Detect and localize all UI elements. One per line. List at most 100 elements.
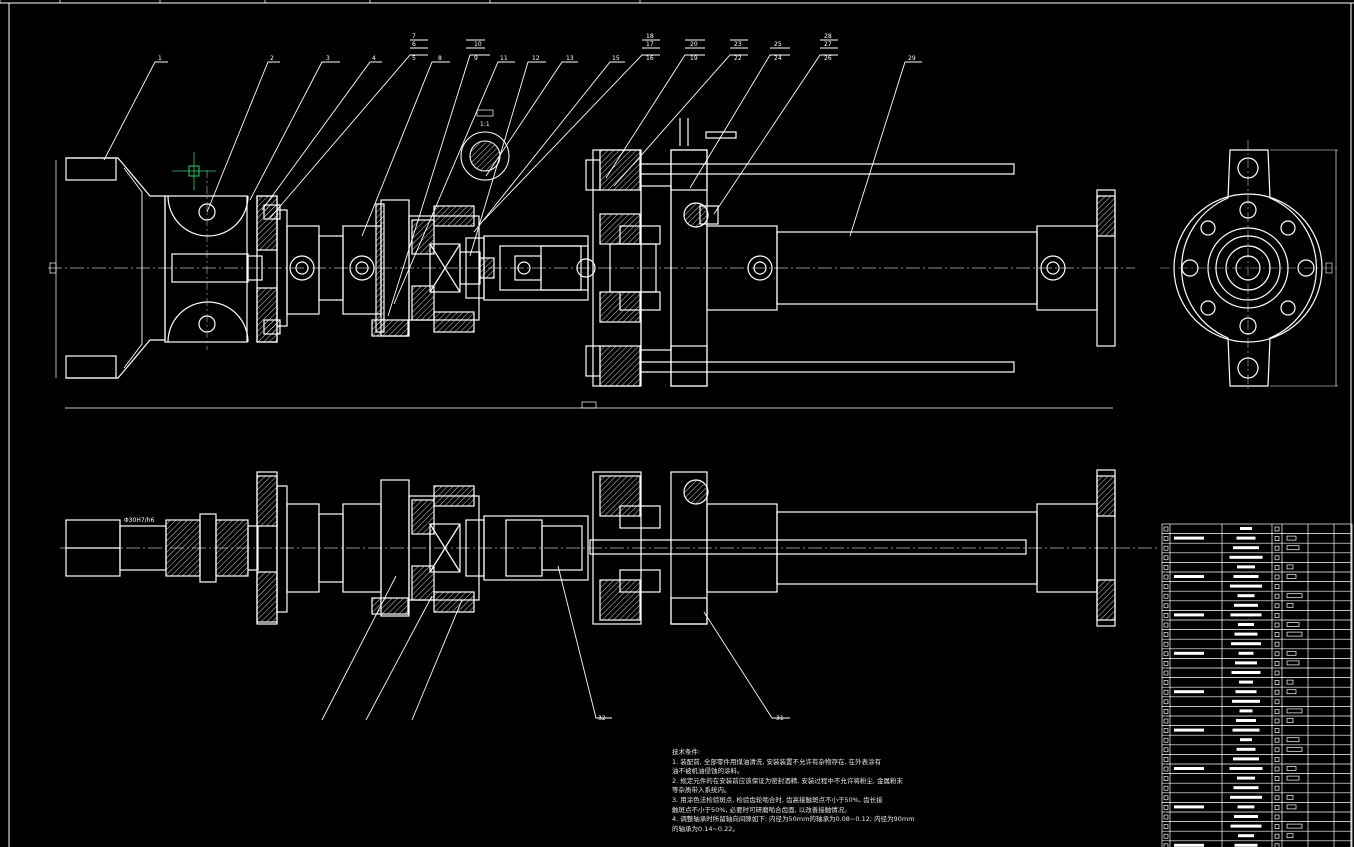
table-cell-mark <box>1274 814 1280 820</box>
balloon-13: 13 <box>566 55 574 62</box>
table-cell-mark <box>1286 766 1297 771</box>
table-cell-text <box>1235 690 1257 694</box>
table-cell-mark <box>1163 670 1169 676</box>
table-cell-text <box>1235 661 1257 665</box>
table-cell-mark <box>1163 824 1169 829</box>
table-cell-text <box>1239 680 1253 684</box>
table-cell-mark <box>1163 728 1169 733</box>
table-cell-mark <box>1163 843 1169 847</box>
table-cell-mark <box>1163 814 1169 820</box>
table-cell-mark <box>1286 823 1303 829</box>
technical-notes: 技术条件: 1. 装配前, 全部零件用煤油清洗, 安装装置不允许有杂物存在, 在… <box>672 748 984 834</box>
table-cell-mark <box>1274 805 1280 810</box>
balloon-28: 28 <box>824 33 832 40</box>
balloon-26: 26 <box>824 55 832 62</box>
table-cell-mark <box>1274 766 1280 772</box>
balloon-12: 12 <box>532 55 540 62</box>
table-cell-text <box>1229 555 1263 559</box>
table-cell-mark <box>1286 564 1294 570</box>
table-cell-mark <box>1163 632 1169 637</box>
table-cell-mark <box>1163 737 1169 743</box>
table-cell-mark <box>1163 718 1169 724</box>
balloon-11: 11 <box>500 55 508 62</box>
front-view <box>48 118 1135 409</box>
table-cell-mark <box>1274 632 1280 637</box>
table-cell-text <box>1237 594 1255 598</box>
table-cell-mark <box>1274 536 1280 541</box>
table-cell-mark <box>1286 622 1300 627</box>
balloon-22: 22 <box>734 55 742 62</box>
table-cell-text <box>1238 651 1254 655</box>
plan-view <box>60 469 1160 627</box>
table-cell-mark <box>1163 747 1169 753</box>
table-cell-mark <box>1274 737 1280 743</box>
table-cell-mark <box>1163 593 1169 599</box>
table-cell-text <box>1239 709 1253 713</box>
table-cell-text <box>1234 815 1258 818</box>
leader-lines-top <box>103 39 922 317</box>
table-cell-mark <box>1286 708 1303 714</box>
balloon-17: 17 <box>646 41 654 48</box>
table-cell-mark <box>1274 661 1280 666</box>
table-cell-text <box>1231 671 1261 674</box>
table-cell-text <box>1174 690 1204 694</box>
balloon-4: 4 <box>372 55 376 62</box>
notes-line: 的轴承为0.14~0.22。 <box>672 824 739 833</box>
balloon-20: 20 <box>690 41 698 48</box>
table-cell-mark <box>1274 728 1280 733</box>
table-cell-mark <box>1163 805 1169 810</box>
balloon-3: 3 <box>326 55 330 62</box>
table-cell-text <box>1233 757 1259 761</box>
balloon-9: 9 <box>474 55 478 62</box>
table-cell-mark <box>1163 766 1169 772</box>
table-cell-text <box>1240 527 1252 530</box>
table-cell-mark <box>1163 795 1169 801</box>
notes-line: 等杂质带入系统内。 <box>672 786 731 795</box>
table-cell-mark <box>1163 699 1169 705</box>
parts-list-table <box>1161 523 1353 847</box>
balloon-16: 16 <box>646 55 654 62</box>
table-cell-mark <box>1274 689 1280 695</box>
table-cell-mark <box>1163 709 1169 714</box>
table-cell-mark <box>1286 545 1300 551</box>
table-cell-text <box>1233 786 1259 790</box>
table-cell-mark <box>1274 680 1280 685</box>
table-cell-mark <box>1163 603 1169 609</box>
table-cell-mark <box>1163 833 1169 839</box>
balloon-31: 31 <box>776 715 784 722</box>
balloon-1: 1 <box>158 55 162 62</box>
table-cell-text <box>1233 546 1259 550</box>
table-cell-mark <box>1274 785 1280 791</box>
table-cell-mark <box>1274 776 1280 781</box>
table-cell-text <box>1174 613 1204 617</box>
table-cell-text <box>1230 613 1262 617</box>
table-cell-mark <box>1286 574 1297 579</box>
table-cell-text <box>1234 603 1258 607</box>
table-cell-mark <box>1286 737 1300 743</box>
table-cell-mark <box>1274 574 1280 580</box>
notes-line: 2. 规定元件的在安装前应该保证为密封酒精, 安装过程中不允许将粉尘, 金属粉末 <box>672 776 904 785</box>
table-cell-mark <box>1274 757 1280 762</box>
table-cell-text <box>1237 565 1255 569</box>
balloon-5: 5 <box>412 55 416 62</box>
table-cell-text <box>1232 728 1260 732</box>
table-cell-text <box>1174 805 1204 809</box>
balloon-18: 18 <box>646 33 654 40</box>
balloon-29: 29 <box>908 55 916 62</box>
table-cell-mark <box>1274 584 1280 589</box>
notes-line: 油不被机油侵蚀的涂料。 <box>672 767 744 776</box>
table-cell-mark <box>1163 584 1169 589</box>
table-cell-mark <box>1163 776 1169 781</box>
balloon-10: 10 <box>474 41 482 48</box>
table-cell-mark <box>1274 824 1280 829</box>
table-cell-text <box>1174 575 1204 578</box>
table-cell-mark <box>1274 747 1280 753</box>
table-cell-text <box>1236 536 1256 540</box>
table-cell-mark <box>1286 650 1297 656</box>
table-cell-mark <box>1163 574 1169 580</box>
table-cell-text <box>1234 632 1258 636</box>
table-cell-text <box>1232 699 1260 703</box>
table-cell-text <box>1230 824 1262 828</box>
side-view <box>1160 140 1340 392</box>
